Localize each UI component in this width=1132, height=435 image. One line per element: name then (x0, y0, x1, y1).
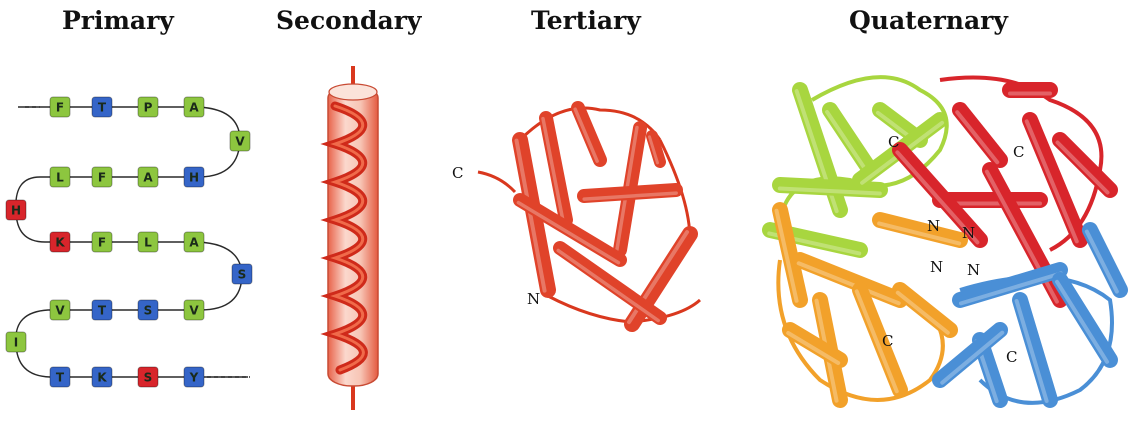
quat-n-center-3-label: N (930, 258, 943, 276)
residue-box: I (6, 332, 26, 352)
quat-c-top-right-label: C (1013, 143, 1024, 161)
residue-box: K (50, 232, 70, 252)
residue-letter: A (189, 236, 199, 250)
residue-letter: T (56, 371, 65, 385)
residue-box: A (184, 97, 204, 117)
residue-letter: T (98, 304, 107, 318)
residue-letter: H (11, 204, 21, 218)
residue-box: H (6, 200, 26, 220)
quat-helix-cylinder (827, 110, 870, 172)
quat-helix-cylinder (957, 110, 1000, 162)
residue-box: F (92, 167, 112, 187)
residue-box: V (50, 300, 70, 320)
residue-box: L (138, 232, 158, 252)
residue-box: T (92, 300, 112, 320)
residue-letter: I (14, 336, 18, 350)
residue-letter: P (144, 101, 153, 115)
residue-letter: V (235, 135, 245, 149)
tertiary-n-label: N (527, 290, 540, 308)
residue-box: A (184, 232, 204, 252)
quat-helix-cylinder (1017, 300, 1050, 401)
residue-letter: A (189, 101, 199, 115)
residue-letter: L (144, 236, 152, 250)
quat-n-center-2-label: N (962, 224, 975, 242)
primary-structure: F T P A V L F A H H K F L A S V T S V I T K S Y (6, 97, 252, 387)
quaternary-structure: C C N N N N C C (769, 77, 1120, 403)
residue-letter: K (97, 371, 107, 385)
quat-c-bottom-left-label: C (882, 332, 893, 350)
residue-letter: S (144, 371, 153, 385)
tertiary-helix-cylinder (649, 136, 660, 163)
residue-letter: S (238, 268, 247, 282)
residue-letter: H (189, 171, 199, 185)
residue-letter: K (55, 236, 65, 250)
residue-letter: F (98, 236, 106, 250)
residue-box: S (232, 264, 252, 284)
quat-helix-cylinder (1087, 230, 1120, 292)
tertiary-helix-cylinder (575, 108, 600, 161)
tertiary-cylinders (517, 108, 690, 324)
tertiary-structure: C N (452, 108, 700, 324)
tertiary-helix-cylinder (584, 190, 676, 199)
quat-n-center-4-label: N (967, 261, 980, 279)
residue-letter: L (56, 171, 64, 185)
residue-letter: V (189, 304, 199, 318)
residue-letter: S (144, 304, 153, 318)
residue-letter: F (98, 171, 106, 185)
residue-box: A (138, 167, 158, 187)
quat-helix-cylinder (879, 220, 960, 243)
residue-box: S (138, 367, 158, 387)
residue-box: H (184, 167, 204, 187)
residue-letter: A (143, 171, 153, 185)
residue-box: V (184, 300, 204, 320)
quat-helix-cylinder (898, 290, 950, 333)
residue-letter: F (56, 101, 64, 115)
quat-n-center-1-label: N (927, 217, 940, 235)
residue-box: V (230, 131, 250, 151)
residue-box: T (92, 97, 112, 117)
residue-letter: Y (189, 371, 199, 385)
secondary-structure (328, 66, 378, 410)
residue-box: F (50, 97, 70, 117)
c-terminus-tail (478, 172, 515, 192)
tertiary-c-label: C (452, 164, 463, 182)
residue-box: S (138, 300, 158, 320)
residue-box: P (138, 97, 158, 117)
residue-box: F (92, 232, 112, 252)
helix-cylinder-top (329, 84, 377, 100)
tertiary-helix-cylinder (543, 118, 566, 221)
residue-box: K (92, 367, 112, 387)
residue-letter: T (98, 101, 107, 115)
residue-letter: V (55, 304, 65, 318)
quat-helix-cylinder (1010, 90, 1050, 94)
quat-helix-cylinder (780, 185, 880, 194)
residue-box: L (50, 167, 70, 187)
residue-box: Y (184, 367, 204, 387)
quat-c-top-left-label: C (888, 133, 899, 151)
residue-box: T (50, 367, 70, 387)
quat-c-bottom-right-label: C (1006, 348, 1017, 366)
